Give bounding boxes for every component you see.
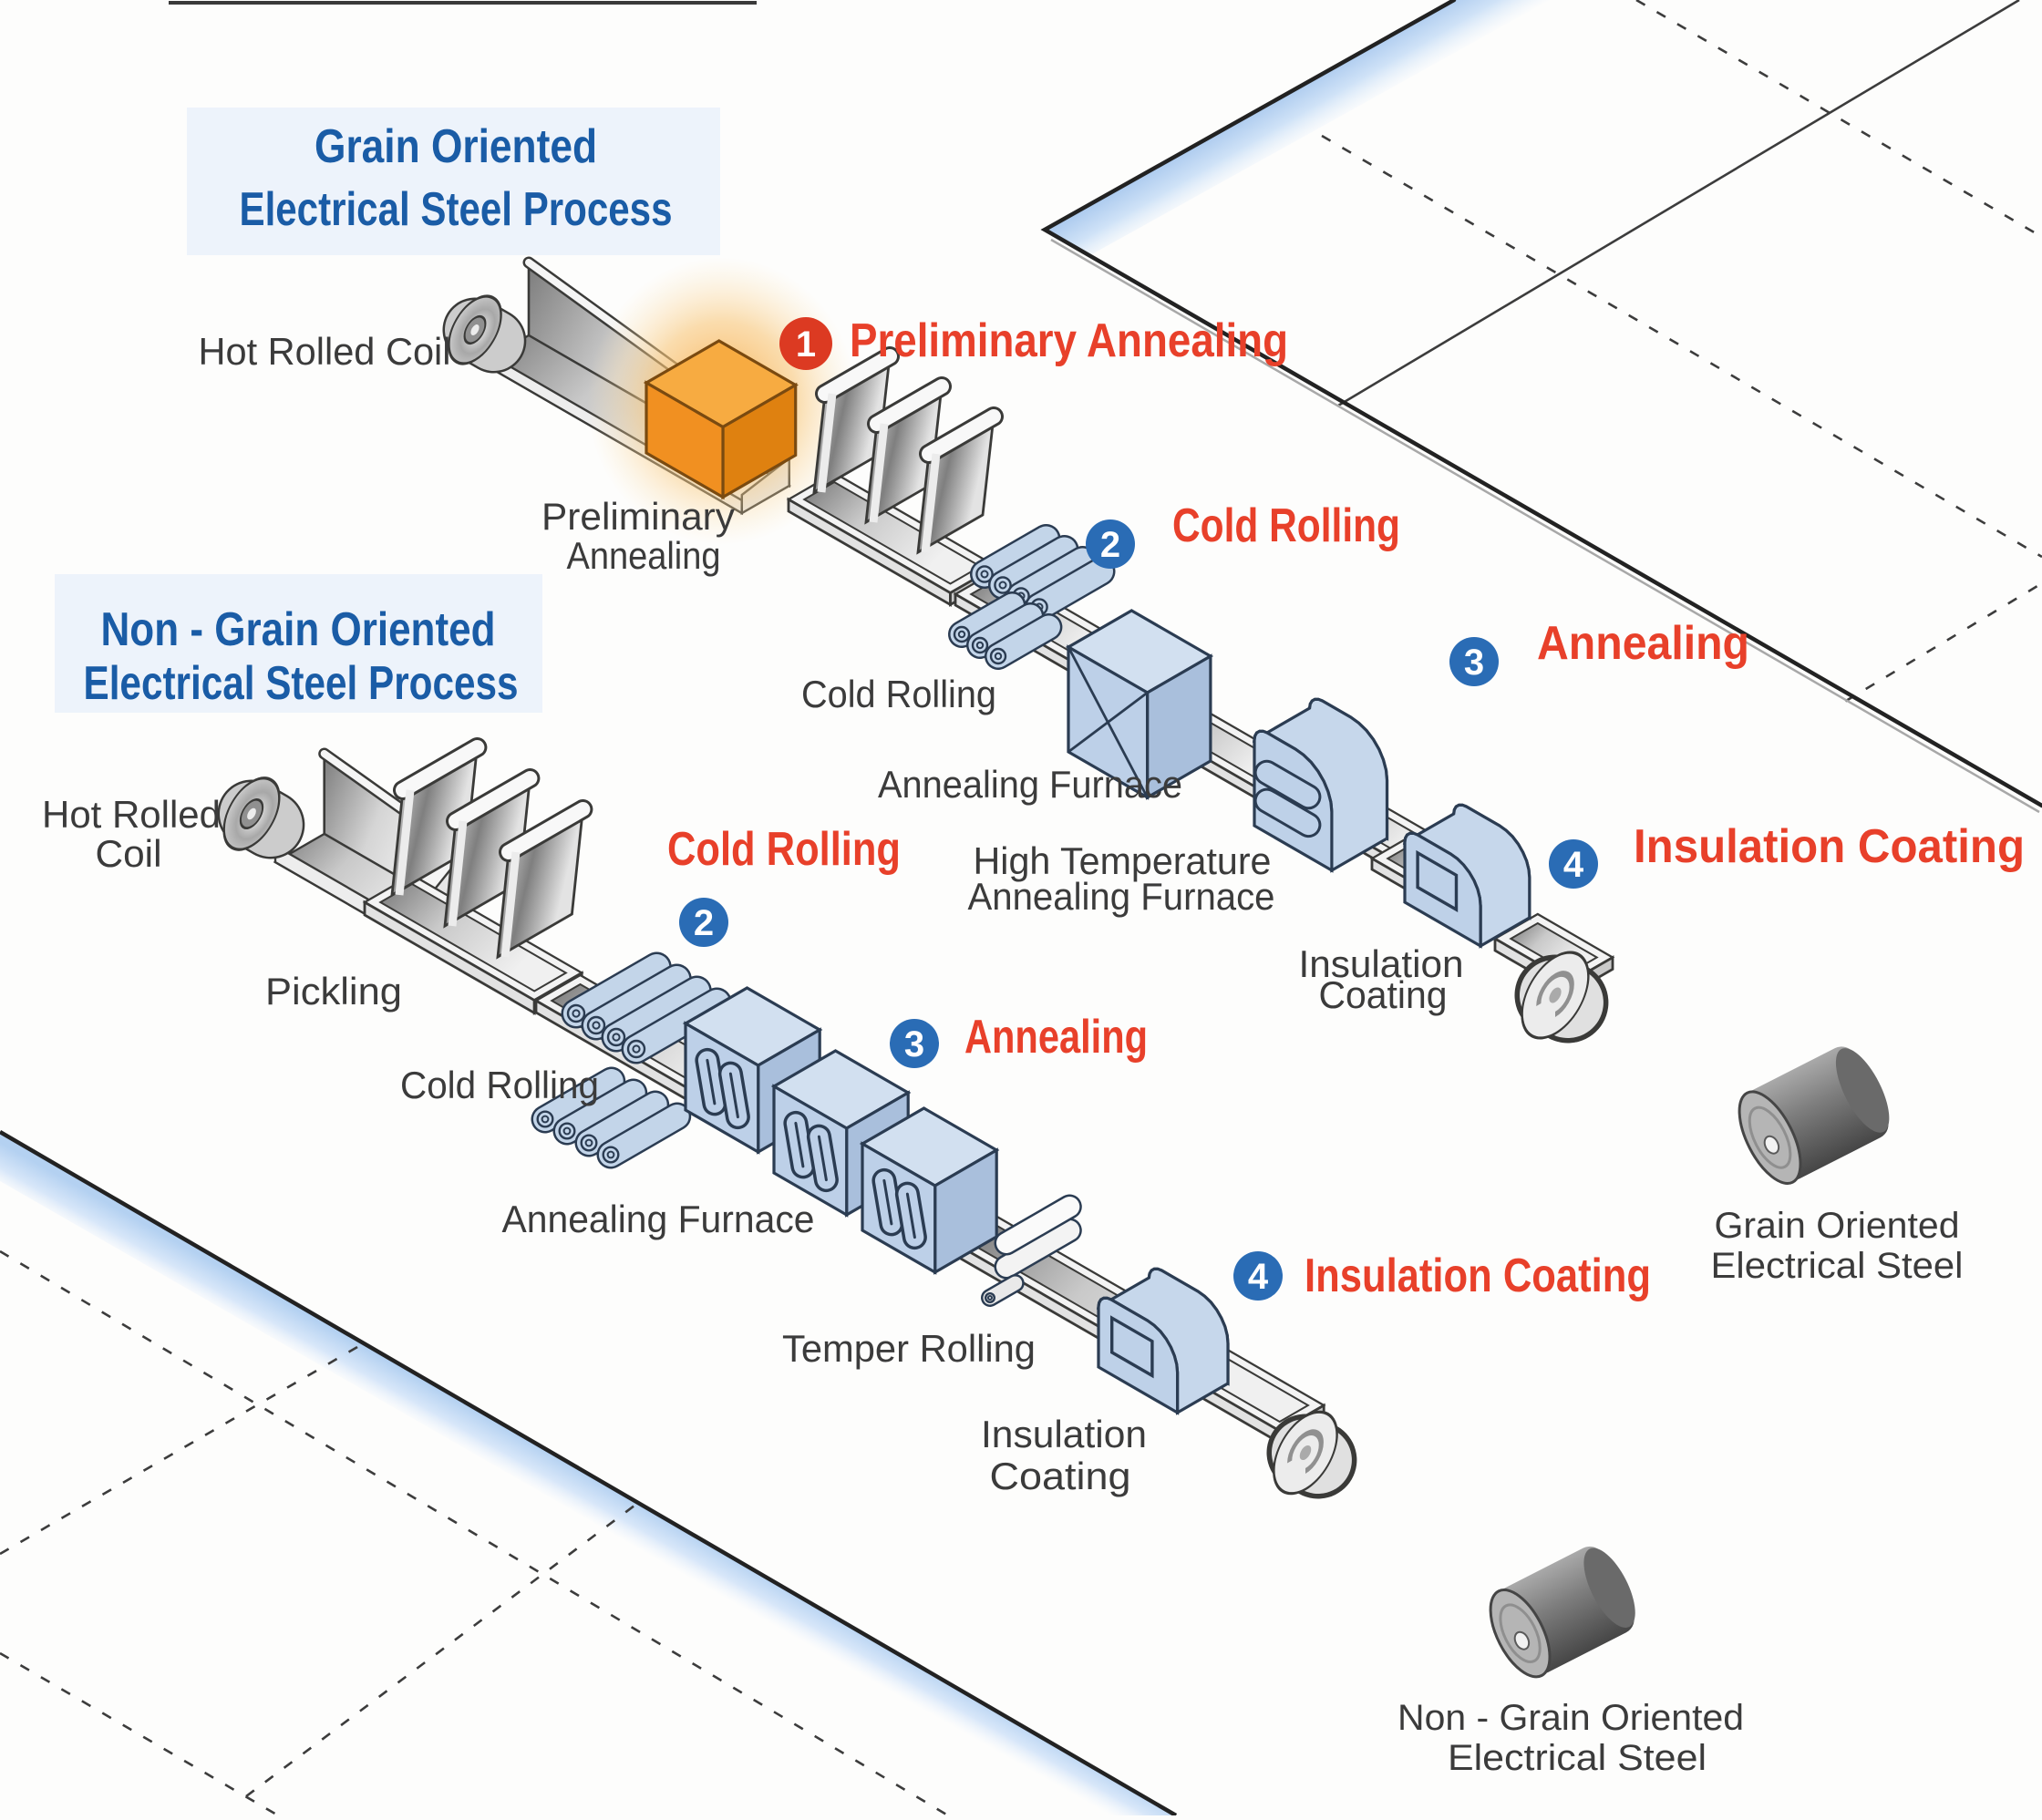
svg-text:Coating: Coating <box>990 1455 1131 1497</box>
svg-text:Annealing Furnace: Annealing Furnace <box>502 1198 815 1240</box>
svg-text:2: 2 <box>694 903 714 943</box>
svg-text:Non - Grain Oriented: Non - Grain Oriented <box>1397 1698 1744 1738</box>
svg-text:4: 4 <box>1563 845 1584 885</box>
svg-text:Non - Grain Oriented: Non - Grain Oriented <box>101 603 496 656</box>
svg-text:Hot Rolled Coil: Hot Rolled Coil <box>199 330 451 373</box>
svg-text:Grain Oriented: Grain Oriented <box>1715 1206 1960 1246</box>
svg-text:Pickling: Pickling <box>265 970 402 1013</box>
svg-text:Insulation: Insulation <box>1299 942 1464 985</box>
svg-text:Coil: Coil <box>96 832 162 875</box>
svg-text:Insulation Coating: Insulation Coating <box>1634 820 2025 873</box>
svg-text:Electrical Steel: Electrical Steel <box>1711 1246 1964 1286</box>
svg-text:Cold Rolling: Cold Rolling <box>1172 499 1400 552</box>
svg-text:2: 2 <box>1100 525 1120 565</box>
svg-text:3: 3 <box>1464 643 1484 683</box>
svg-text:Cold Rolling: Cold Rolling <box>400 1064 599 1106</box>
svg-text:Grain Oriented: Grain Oriented <box>315 120 597 173</box>
svg-text:4: 4 <box>1248 1257 1269 1297</box>
svg-text:Coating: Coating <box>1319 973 1448 1016</box>
svg-text:Annealing: Annealing <box>567 534 721 577</box>
svg-text:Electrical Steel: Electrical Steel <box>1448 1738 1707 1778</box>
svg-text:Insulation: Insulation <box>981 1413 1147 1455</box>
svg-text:Insulation Coating: Insulation Coating <box>1305 1249 1651 1302</box>
svg-text:Temper Rolling: Temper Rolling <box>782 1327 1036 1370</box>
svg-text:3: 3 <box>904 1024 924 1064</box>
svg-text:Cold Rolling: Cold Rolling <box>667 823 901 876</box>
svg-text:Preliminary Annealing: Preliminary Annealing <box>850 314 1288 367</box>
svg-text:Electrical Steel Process: Electrical Steel Process <box>240 183 673 236</box>
svg-text:High Temperature: High Temperature <box>974 839 1272 882</box>
svg-text:Hot Rolled: Hot Rolled <box>42 793 221 836</box>
svg-text:Cold Rolling: Cold Rolling <box>801 673 996 715</box>
svg-text:Electrical Steel Process: Electrical Steel Process <box>84 657 519 710</box>
svg-text:Annealing Furnace: Annealing Furnace <box>878 763 1182 806</box>
svg-text:Annealing: Annealing <box>964 1011 1148 1064</box>
svg-text:1: 1 <box>796 324 816 365</box>
svg-text:Annealing: Annealing <box>1537 617 1749 670</box>
svg-text:Preliminary: Preliminary <box>541 495 735 538</box>
svg-text:Annealing Furnace: Annealing Furnace <box>968 875 1275 918</box>
